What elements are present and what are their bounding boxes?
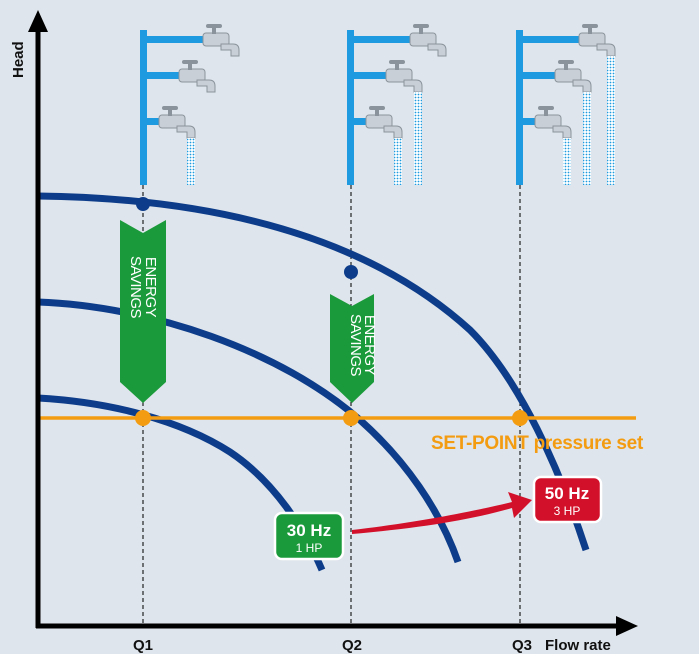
faucet-icon [385,60,423,93]
pump-curve-50hz [37,192,590,552]
q2-setpoint-point [343,410,359,426]
badge-50hz-power: 3 HP [554,504,581,518]
tap-group-q2 [347,24,447,185]
q1-setpoint-point [135,410,151,426]
faucet-icon [534,106,572,139]
y-axis-label: Head [10,41,27,78]
energy-savings-1-line2: SAVINGS [127,256,144,319]
x-axis-label: Flow rate [545,637,611,654]
water-stream [187,138,195,185]
energy-savings-arrow-1: ENERGY SAVINGS [120,220,166,403]
faucet-icon [409,24,447,57]
badge-50hz-freq: 50 Hz [545,484,589,503]
faucet-icon [365,106,403,139]
water-stream [414,92,422,185]
energy-savings-1-line1: ENERGY [142,257,159,318]
x-axis [36,616,638,636]
frequency-increase-arrow [352,492,532,534]
tap-group-q3 [516,24,616,185]
faucet-icon [578,24,616,57]
badge-30hz-freq: 30 Hz [287,521,331,540]
energy-savings-2-line1: ENERGY [361,315,378,376]
q2-curve-point [344,265,358,279]
q3-setpoint-point [512,410,528,426]
energy-savings-arrow-2: ENERGY SAVINGS [330,294,378,403]
faucet-icon [158,106,196,139]
pump-curve-40hz [37,298,462,564]
q1-label: Q1 [133,637,153,654]
faucet-icon [554,60,592,93]
water-stream [563,138,571,185]
water-stream [394,138,402,185]
q3-label: Q3 [512,637,532,654]
q1-curve-point [136,197,150,211]
q2-label: Q2 [342,637,362,654]
energy-savings-2-line2: SAVINGS [347,314,364,377]
faucet-icon [178,60,216,93]
water-stream [583,92,591,185]
badge-50hz: 50 Hz 3 HP [532,475,603,524]
badge-30hz-power: 1 HP [296,541,323,555]
badge-30hz: 30 Hz 1 HP [273,511,345,561]
faucet-icon [202,24,240,57]
water-stream [607,56,615,185]
setpoint-label: SET-POINT pressure set [431,433,644,454]
y-axis [28,10,48,628]
tap-group-q1 [140,24,240,185]
